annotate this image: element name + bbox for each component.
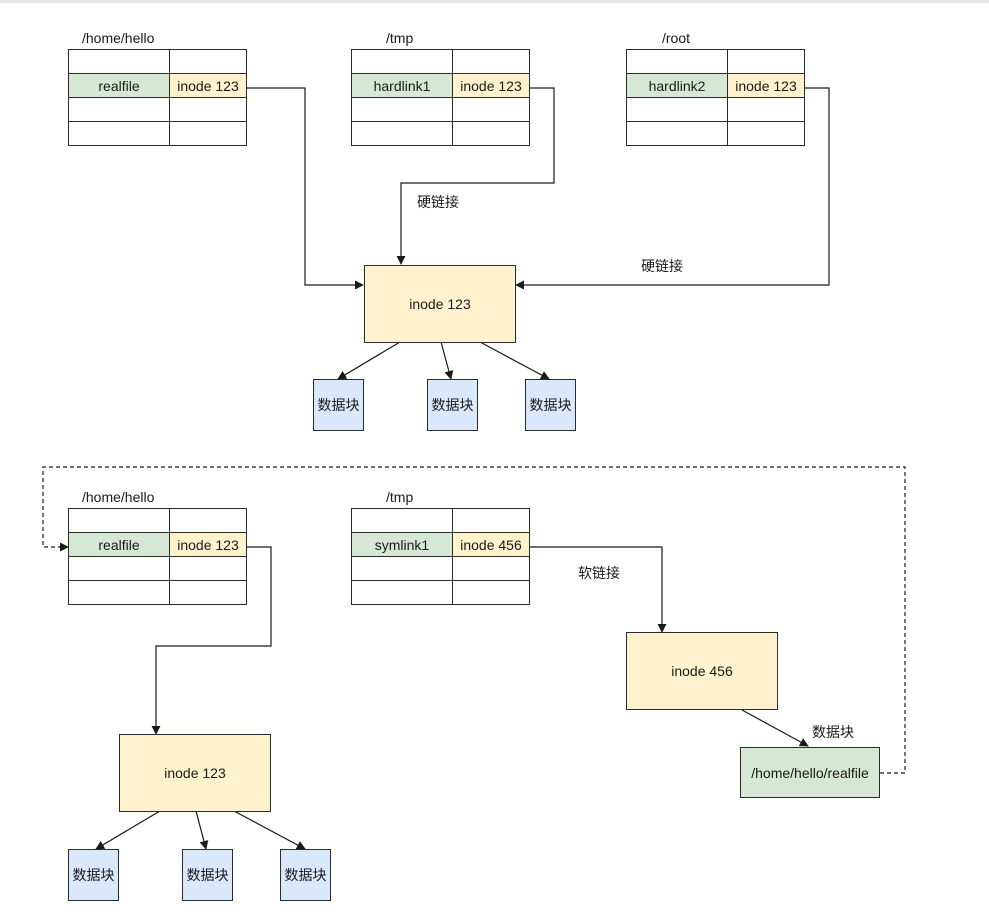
- table-row: realfile inode 123: [68, 532, 247, 557]
- entry-name: realfile: [68, 73, 170, 98]
- table-row: hardlink1 inode 123: [351, 73, 530, 98]
- table-row: [68, 49, 247, 74]
- entry-inode: inode 123: [169, 73, 247, 98]
- table-row: symlink1 inode 456: [351, 532, 530, 557]
- table-row: [351, 49, 530, 74]
- entry-inode: inode 123: [452, 73, 530, 98]
- hardlink1-arrow: [396, 87, 555, 265]
- entry-inode: inode 456: [452, 532, 530, 557]
- entry-inode: inode 123: [169, 532, 247, 557]
- inode-box-123: inode 123: [364, 265, 516, 343]
- data-block: 数据块: [182, 849, 233, 901]
- hardlink-label-1: 硬链接: [417, 194, 459, 210]
- table-row: [68, 556, 247, 581]
- inode-box-123-bottom: inode 123: [119, 734, 271, 812]
- dir-table-root: hardlink2 inode 123: [626, 49, 805, 146]
- table-row: hardlink2 inode 123: [626, 73, 805, 98]
- data-block: 数据块: [525, 379, 576, 431]
- table-row: [68, 121, 247, 146]
- table-row: [626, 97, 805, 122]
- link-realfile-to-inode: [245, 87, 364, 290]
- softlink-label: 软链接: [578, 565, 620, 581]
- entry-name: hardlink1: [351, 73, 453, 98]
- link-realfile-to-inode-bottom: [151, 546, 272, 735]
- table-row: [68, 580, 247, 605]
- hardlink2-arrow: [515, 87, 830, 290]
- table-row: [351, 121, 530, 146]
- data-block: 数据块: [313, 379, 364, 431]
- entry-name: symlink1: [351, 532, 453, 557]
- data-block: 数据块: [280, 849, 331, 901]
- inode-to-block-2: [440, 341, 454, 380]
- data-block: 数据块: [427, 379, 478, 431]
- entry-name: realfile: [68, 532, 170, 557]
- table-row: [351, 97, 530, 122]
- table-row: [626, 121, 805, 146]
- dir-path-home-hello: /home/hello: [82, 30, 155, 46]
- inode-to-block-5: [195, 810, 209, 850]
- top-edge-bar: [0, 0, 989, 3]
- table-row: [68, 97, 247, 122]
- table-row: [351, 508, 530, 533]
- inode-to-target-arrow: [741, 709, 809, 747]
- table-row: [351, 580, 530, 605]
- symlink-target-data-block: /home/hello/realfile: [740, 747, 880, 798]
- dir-table-tmp: hardlink1 inode 123: [351, 49, 530, 146]
- table-row: realfile inode 123: [68, 73, 247, 98]
- symlink-arrow: [528, 546, 667, 633]
- table-row: [351, 556, 530, 581]
- dir-table-home-hello-bottom: realfile inode 123: [68, 508, 247, 605]
- inode-to-block-3: [479, 341, 550, 380]
- entry-name: hardlink2: [626, 73, 728, 98]
- inode-to-block-1: [337, 341, 401, 380]
- entry-inode: inode 123: [727, 73, 805, 98]
- dir-table-home-hello: realfile inode 123: [68, 49, 247, 146]
- inode-box-456: inode 456: [626, 632, 778, 710]
- table-row: [626, 49, 805, 74]
- dir-path-tmp-bottom: /tmp: [386, 489, 414, 505]
- hardlink-label-2: 硬链接: [641, 258, 683, 274]
- inode-to-block-6: [233, 810, 306, 850]
- inode-to-block-4: [95, 810, 161, 850]
- dir-path-tmp: /tmp: [386, 30, 414, 46]
- table-row: [68, 508, 247, 533]
- data-block: 数据块: [68, 849, 119, 901]
- dir-path-root: /root: [662, 30, 691, 46]
- data-block-label: 数据块: [812, 724, 854, 740]
- dir-table-tmp-bottom: symlink1 inode 456: [351, 508, 530, 605]
- dir-path-home-hello-bottom: /home/hello: [82, 489, 155, 505]
- symlink-resolve-dashed-arrow: [42, 466, 906, 774]
